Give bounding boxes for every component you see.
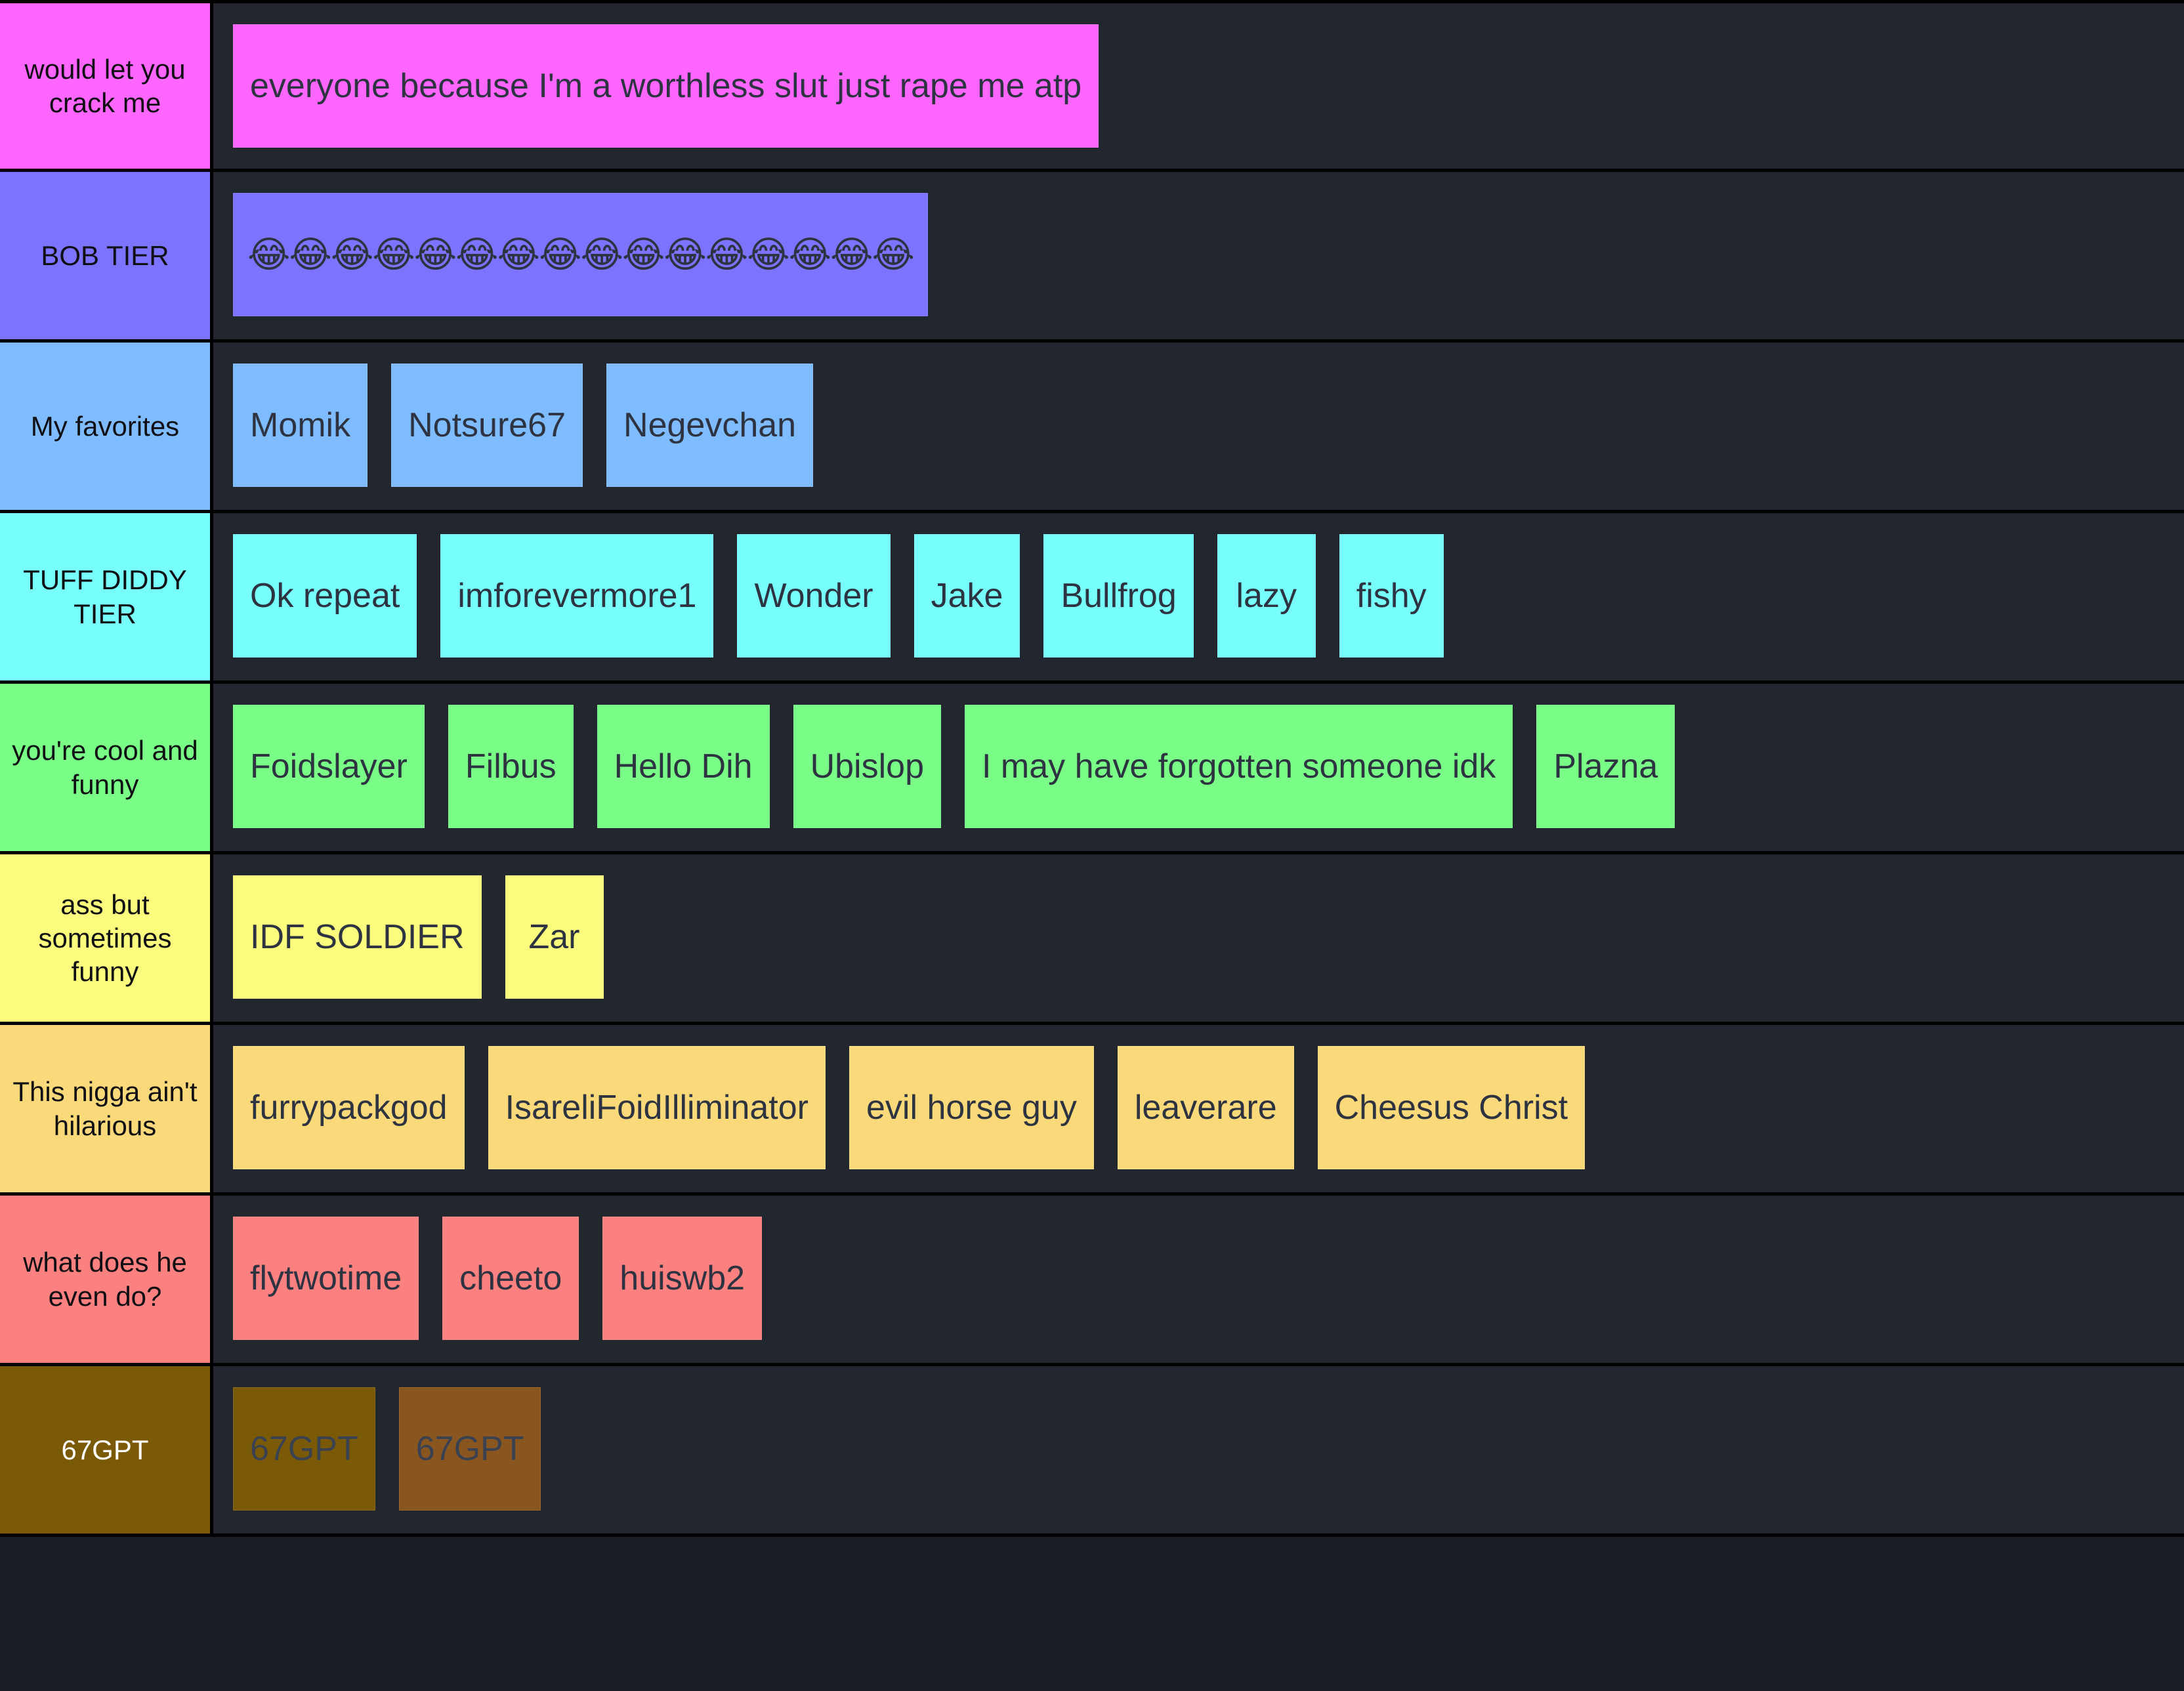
- tier-label[interactable]: My favorites: [0, 343, 213, 510]
- tier-label[interactable]: ass but sometimes funny: [0, 854, 213, 1022]
- tier-item[interactable]: Cheesus Christ: [1317, 1046, 1586, 1169]
- tier-item[interactable]: Momik: [233, 364, 368, 487]
- tier-item[interactable]: Notsure67: [391, 364, 583, 487]
- tier-label[interactable]: BOB TIER: [0, 172, 213, 339]
- tier-item[interactable]: lazy: [1217, 534, 1316, 658]
- tier-item[interactable]: Ok repeat: [233, 534, 417, 658]
- tier-item[interactable]: Jake: [914, 534, 1020, 658]
- tier-item[interactable]: 😂😂😂😂😂😂😂😂😂😂😂😂😂😂😂😂: [233, 193, 928, 316]
- tier-item[interactable]: Bullfrog: [1043, 534, 1194, 658]
- tier-item[interactable]: IsareliFoidIlliminator: [488, 1046, 826, 1169]
- tier-item[interactable]: everyone because I'm a worthless slut ju…: [233, 24, 1099, 148]
- tier-item[interactable]: imforevermore1: [440, 534, 714, 658]
- tier-item[interactable]: Hello Dih: [597, 705, 770, 828]
- tier-item[interactable]: Plazna: [1536, 705, 1675, 828]
- tier-item[interactable]: cheeto: [442, 1217, 579, 1340]
- tier-item[interactable]: Negevchan: [606, 364, 814, 487]
- tier-label[interactable]: 67GPT: [0, 1366, 213, 1534]
- tier-item[interactable]: furrypackgod: [233, 1046, 465, 1169]
- tier-items-container: everyone because I'm a worthless slut ju…: [213, 3, 2184, 169]
- tier-item[interactable]: evil horse guy: [849, 1046, 1094, 1169]
- tier-item[interactable]: flytwotime: [233, 1217, 419, 1340]
- tier-item[interactable]: leaverare: [1117, 1046, 1294, 1169]
- tier-item[interactable]: 67GPT: [398, 1387, 541, 1511]
- tier-row: BOB TIER😂😂😂😂😂😂😂😂😂😂😂😂😂😂😂😂: [0, 172, 2184, 343]
- tier-item[interactable]: Wonder: [737, 534, 891, 658]
- tier-item[interactable]: Zar: [505, 875, 604, 999]
- tier-item[interactable]: IDF SOLDIER: [233, 875, 482, 999]
- tier-label[interactable]: you're cool and funny: [0, 684, 213, 851]
- tier-item[interactable]: I may have forgotten someone idk: [965, 705, 1513, 828]
- tier-item[interactable]: huiswb2: [602, 1217, 763, 1340]
- tier-item[interactable]: fishy: [1339, 534, 1444, 658]
- tier-label[interactable]: This nigga ain't hilarious: [0, 1025, 213, 1192]
- tier-items-container: 😂😂😂😂😂😂😂😂😂😂😂😂😂😂😂😂: [213, 172, 2184, 339]
- tier-item[interactable]: 67GPT: [233, 1387, 375, 1511]
- tier-item[interactable]: Foidslayer: [233, 705, 425, 828]
- tier-label[interactable]: what does he even do?: [0, 1196, 213, 1363]
- tier-item[interactable]: Ubislop: [793, 705, 941, 828]
- tier-label[interactable]: TUFF DIDDY TIER: [0, 513, 213, 680]
- tier-label[interactable]: would let you crack me: [0, 3, 213, 169]
- tier-item[interactable]: Filbus: [448, 705, 574, 828]
